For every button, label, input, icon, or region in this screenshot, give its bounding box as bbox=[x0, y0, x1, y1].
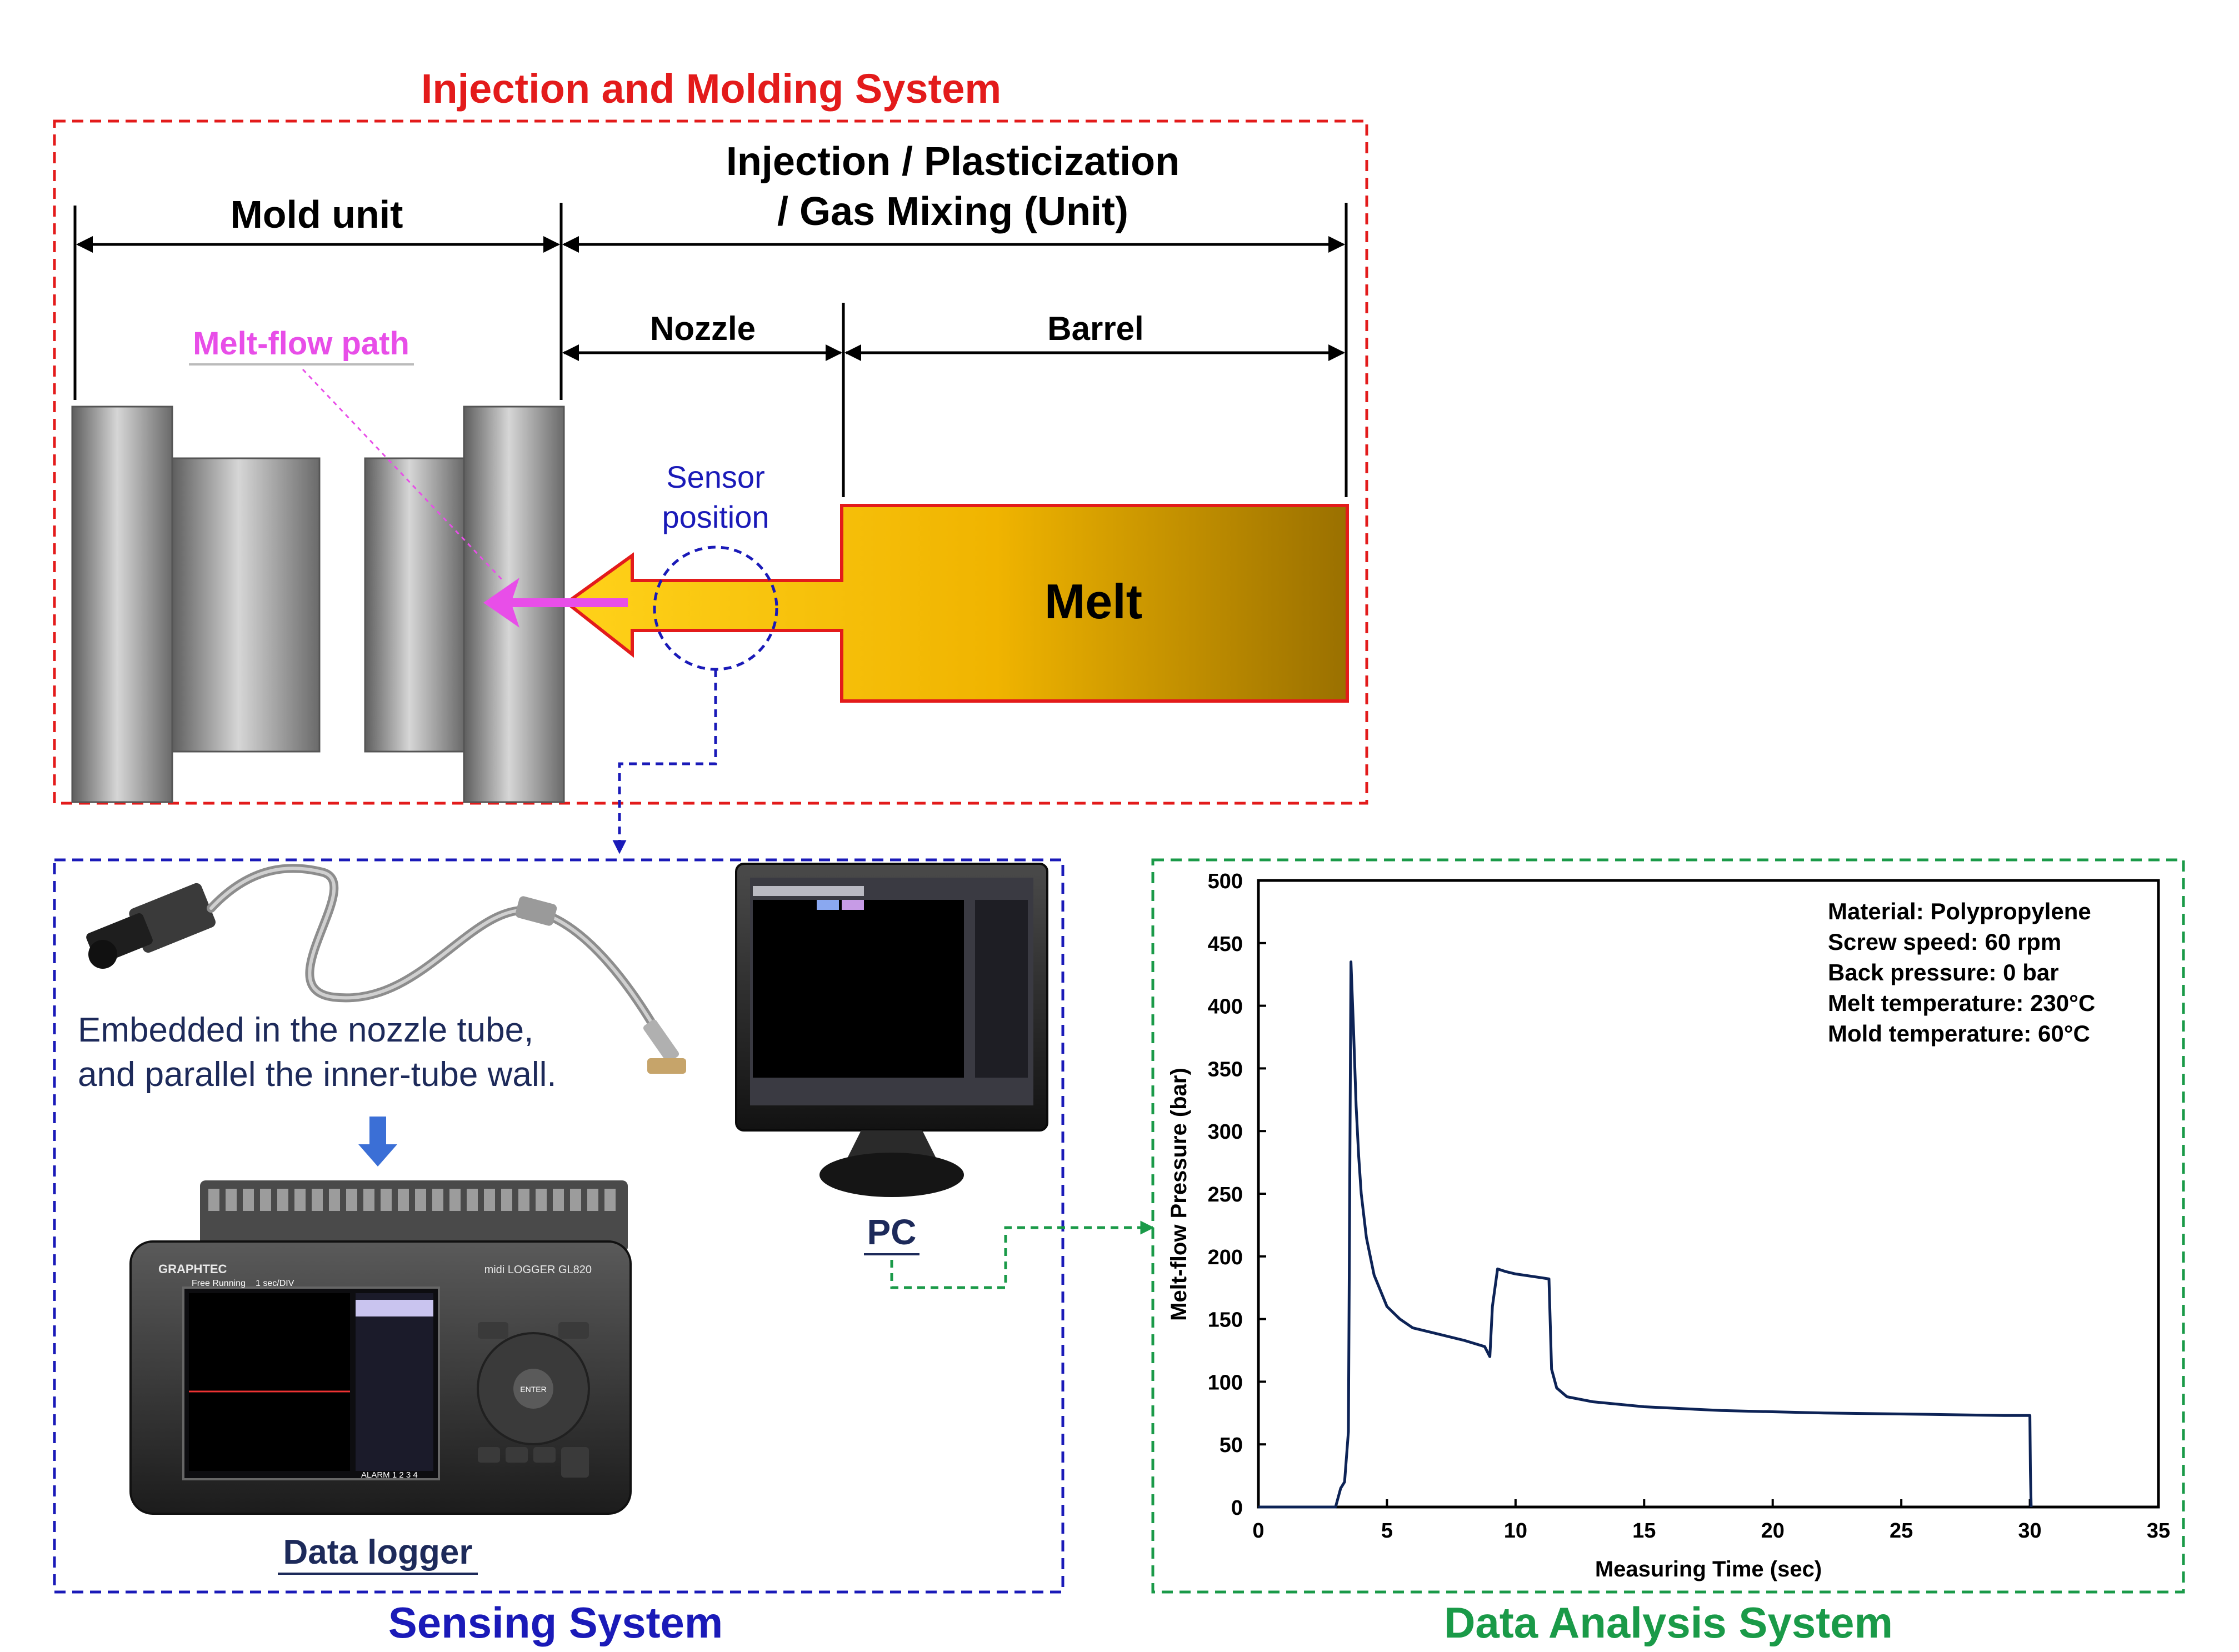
pc-to-analysis-connector bbox=[890, 1220, 1155, 1289]
x-axis-ticks: 0 5 10 15 20 25 30 35 bbox=[1252, 1499, 2170, 1543]
logger-terminal-teeth bbox=[208, 1189, 616, 1211]
x-tick-label: 35 bbox=[2147, 1519, 2170, 1543]
chart-annotation: Melt temperature: 230°C bbox=[1828, 990, 2095, 1016]
terminal-tooth bbox=[381, 1189, 392, 1211]
embedded-description-line2: and parallel the inner-tube wall. bbox=[78, 1055, 557, 1094]
x-tick-label: 15 bbox=[1632, 1519, 1656, 1543]
data-analysis-system: Data Analysis System 0501001502002503003… bbox=[1151, 858, 2185, 1647]
y-tick-label: 350 bbox=[1208, 1058, 1243, 1081]
terminal-tooth bbox=[518, 1189, 529, 1211]
y-tick-label: 150 bbox=[1208, 1309, 1243, 1332]
melt-flow-arrow bbox=[483, 578, 628, 628]
barrel-label: Barrel bbox=[1047, 310, 1143, 347]
terminal-tooth bbox=[277, 1189, 288, 1211]
melt-label: Melt bbox=[1044, 574, 1142, 629]
terminal-tooth bbox=[312, 1189, 323, 1211]
terminal-tooth bbox=[346, 1189, 357, 1211]
mold-plate-left-inner bbox=[171, 457, 321, 753]
mold-plate-right-inner bbox=[364, 457, 465, 753]
terminal-tooth bbox=[260, 1189, 271, 1211]
injection-molding-frame bbox=[53, 119, 1368, 805]
terminal-tooth bbox=[208, 1189, 219, 1211]
data-logger-label: Data logger bbox=[283, 1533, 472, 1571]
terminal-tooth bbox=[432, 1189, 443, 1211]
injection-unit-label-line2: / Gas Mixing (Unit) bbox=[777, 189, 1128, 234]
terminal-tooth bbox=[243, 1189, 254, 1211]
pressure-chart: 0 50 100 150 200 250 300 350 400 450 500 0 5 10 15 20 2… bbox=[1167, 870, 2170, 1581]
chart-annotation: Mold temperature: 60°C bbox=[1828, 1020, 2090, 1047]
injection-molding-system: Injection and Molding System Mold unit I… bbox=[53, 66, 1368, 854]
logger-brand: GRAPHTEC bbox=[158, 1262, 227, 1276]
y-tick-label: 100 bbox=[1208, 1371, 1243, 1394]
mold-plate-left-outer bbox=[71, 406, 173, 803]
terminal-tooth bbox=[329, 1189, 340, 1211]
x-tick-label: 5 bbox=[1381, 1519, 1393, 1543]
mold-unit-label: Mold unit bbox=[230, 193, 403, 236]
logger-screen-mode: Free Running bbox=[192, 1279, 246, 1288]
terminal-tooth bbox=[449, 1189, 461, 1211]
logger-model: midi LOGGER GL820 bbox=[484, 1264, 592, 1276]
y-tick-label: 300 bbox=[1208, 1120, 1243, 1144]
logger-alarm: ALARM 1 2 3 4 bbox=[361, 1470, 418, 1480]
x-tick-label: 25 bbox=[1890, 1519, 1913, 1543]
data-logger-image: GRAPHTEC midi LOGGER GL820 Free Running … bbox=[129, 1180, 632, 1515]
sensor-position-label-line1: Sensor bbox=[666, 459, 764, 494]
sensor-to-sensing-connector bbox=[612, 669, 717, 854]
terminal-tooth bbox=[604, 1189, 616, 1211]
pc-monitor-image bbox=[735, 863, 1048, 1197]
terminal-tooth bbox=[484, 1189, 495, 1211]
y-tick-label: 500 bbox=[1208, 870, 1243, 893]
melt-flow-path-label: Melt-flow path bbox=[193, 326, 409, 362]
terminal-tooth bbox=[415, 1189, 426, 1211]
y-tick-label: 0 bbox=[1231, 1496, 1243, 1520]
analysis-title: Data Analysis System bbox=[1444, 1598, 1893, 1647]
pressure-sensor-image bbox=[86, 864, 686, 1074]
x-tick-label: 20 bbox=[1761, 1519, 1785, 1543]
terminal-tooth bbox=[467, 1189, 478, 1211]
chart-annotation: Screw speed: 60 rpm bbox=[1828, 929, 2061, 955]
nozzle-label: Nozzle bbox=[650, 310, 756, 347]
chart-series-line bbox=[1258, 960, 2033, 1509]
sensor-position-label-line2: position bbox=[662, 499, 769, 534]
y-tick-label: 400 bbox=[1208, 995, 1243, 1019]
down-arrow-icon bbox=[358, 1117, 397, 1167]
injection-unit-label-line1: Injection / Plasticization bbox=[726, 139, 1180, 184]
injection-molding-title: Injection and Molding System bbox=[421, 66, 1001, 112]
x-tick-label: 0 bbox=[1252, 1519, 1264, 1543]
y-tick-label: 250 bbox=[1208, 1183, 1243, 1207]
y-axis-label: Melt-flow Pressure (bar) bbox=[1167, 1068, 1191, 1321]
y-tick-label: 450 bbox=[1208, 933, 1243, 956]
x-tick-label: 10 bbox=[1504, 1519, 1527, 1543]
chart-annotation: Back pressure: 0 bar bbox=[1828, 959, 2059, 985]
melt-flow-path-leader bbox=[302, 368, 504, 582]
terminal-tooth bbox=[398, 1189, 409, 1211]
terminal-tooth bbox=[501, 1189, 512, 1211]
logger-screen-rate: 1 sec/DIV bbox=[256, 1279, 294, 1288]
terminal-tooth bbox=[294, 1189, 306, 1211]
terminal-tooth bbox=[570, 1189, 581, 1211]
terminal-tooth bbox=[363, 1189, 374, 1211]
logger-control-pad: ENTER bbox=[477, 1322, 590, 1478]
svg-text:ENTER: ENTER bbox=[520, 1385, 546, 1394]
x-tick-label: 30 bbox=[2018, 1519, 2041, 1543]
embedded-description-line1: Embedded in the nozzle tube, bbox=[78, 1011, 533, 1049]
y-tick-label: 200 bbox=[1208, 1246, 1243, 1269]
melt-barrel-shape bbox=[564, 504, 1349, 703]
chart-annotation: Material: Polypropylene bbox=[1828, 898, 2091, 924]
sensing-title: Sensing System bbox=[388, 1598, 723, 1647]
x-axis-label: Measuring Time (sec) bbox=[1595, 1557, 1822, 1581]
y-axis-ticks: 0 50 100 150 200 250 300 350 400 450 500 bbox=[1208, 870, 1266, 1520]
terminal-tooth bbox=[226, 1189, 237, 1211]
terminal-tooth bbox=[587, 1189, 598, 1211]
pc-label: PC bbox=[867, 1212, 917, 1252]
sensing-frame bbox=[53, 858, 1064, 1594]
terminal-tooth bbox=[553, 1189, 564, 1211]
y-tick-label: 50 bbox=[1220, 1434, 1243, 1457]
sensing-system: Sensing System Embedded in the nozzle tu… bbox=[53, 858, 1064, 1647]
terminal-tooth bbox=[536, 1189, 547, 1211]
analysis-frame bbox=[1151, 858, 2185, 1594]
